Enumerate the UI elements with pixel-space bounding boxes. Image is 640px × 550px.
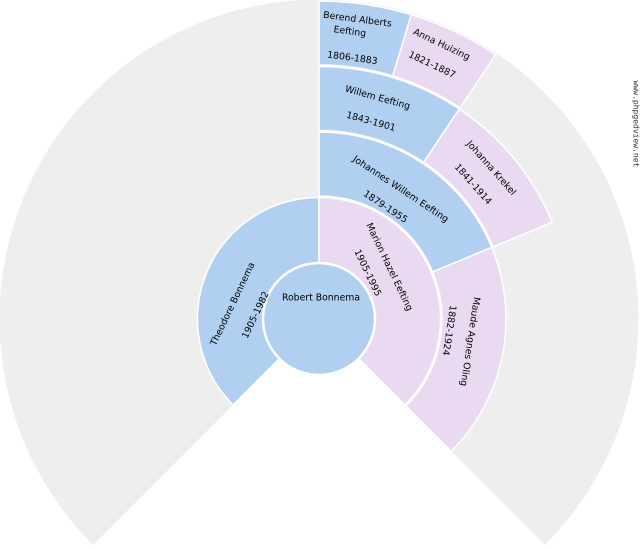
person-name-line: Eefting	[333, 24, 367, 39]
person-cell-root[interactable]	[262, 262, 376, 376]
person-cell-gg-grandmother[interactable]	[391, 13, 497, 109]
person-label-root: Robert Bonnema	[282, 292, 360, 303]
fan-cells	[196, 0, 554, 453]
person-cell-great-grandmother[interactable]	[422, 108, 554, 248]
watermark-link[interactable]: www.phpgedview.net	[632, 81, 640, 168]
person-name-line: Robert Bonnema	[282, 292, 360, 303]
person-cell-grandmother[interactable]	[404, 246, 507, 453]
person-cell-father[interactable]	[196, 196, 320, 406]
person-cell-mother[interactable]	[318, 196, 442, 406]
